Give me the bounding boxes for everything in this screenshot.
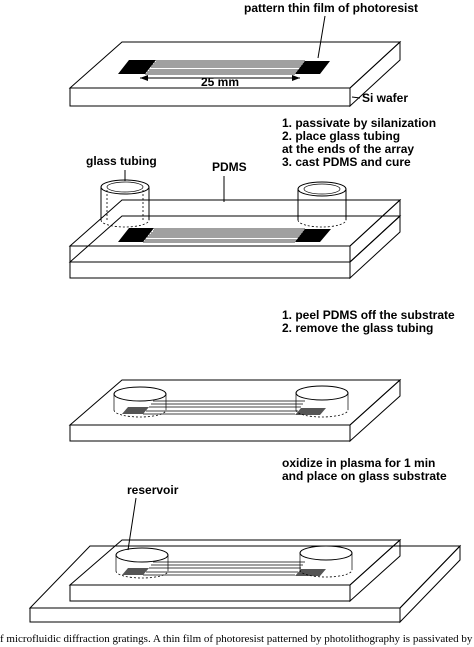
figure-caption: f microfluidic diffraction gratings. A t…	[0, 633, 474, 645]
step-2-line-4: 3. cast PDMS and cure	[282, 155, 411, 169]
panel-1-wafer: 25 mm pattern thin film of photoresist S…	[68, 1, 418, 108]
glass-tubing-label: glass tubing	[86, 154, 157, 168]
glass-tubing-right	[297, 181, 347, 228]
reservoir-left	[115, 547, 169, 579]
glass-tubing-left	[100, 179, 150, 228]
reservoir-right	[299, 545, 353, 578]
step-3-line-1: 1. peel PDMS off the substrate	[282, 308, 455, 322]
step-list-2: 1. passivate by silanization 2. place gl…	[282, 116, 436, 169]
photoresist-pattern	[118, 60, 330, 75]
dimension-arrow	[140, 75, 300, 81]
step-4-line-2: and place on glass substrate	[282, 469, 447, 483]
step-2-line-3: at the ends of the array	[282, 142, 414, 156]
pdms-label: PDMS	[212, 160, 247, 174]
step-4-line-1: oxidize in plasma for 1 min	[282, 456, 435, 470]
reservoir-leader-line	[127, 497, 137, 551]
photoresist-leader-line	[317, 15, 326, 59]
pdms-block	[68, 198, 402, 264]
photoresist-label: pattern thin film of photoresist	[244, 1, 418, 15]
step-2-line-1: 1. passivate by silanization	[282, 116, 436, 130]
step-2-line-2: 2. place glass tubing	[282, 129, 400, 143]
pdms-device	[68, 538, 402, 603]
reservoir-label: reservoir	[127, 483, 179, 497]
reservoir-hole-right	[295, 385, 349, 418]
wafer-label: Si wafer	[362, 91, 408, 105]
panel-3-peeled-pdms	[68, 378, 402, 443]
step-list-3: 1. peel PDMS off the substrate 2. remove…	[282, 308, 455, 335]
wafer-leader-line	[351, 96, 361, 99]
panel-4-bonded: reservoir	[28, 483, 462, 624]
step-3-line-2: 2. remove the glass tubing	[282, 321, 433, 335]
reservoir-hole-left	[113, 386, 167, 418]
glass-substrate	[28, 544, 462, 624]
step-list-4: oxidize in plasma for 1 min and place on…	[282, 456, 447, 483]
dimension-label: 25 mm	[201, 75, 239, 89]
panel-2-cast: glass tubing PDMS	[68, 154, 402, 280]
